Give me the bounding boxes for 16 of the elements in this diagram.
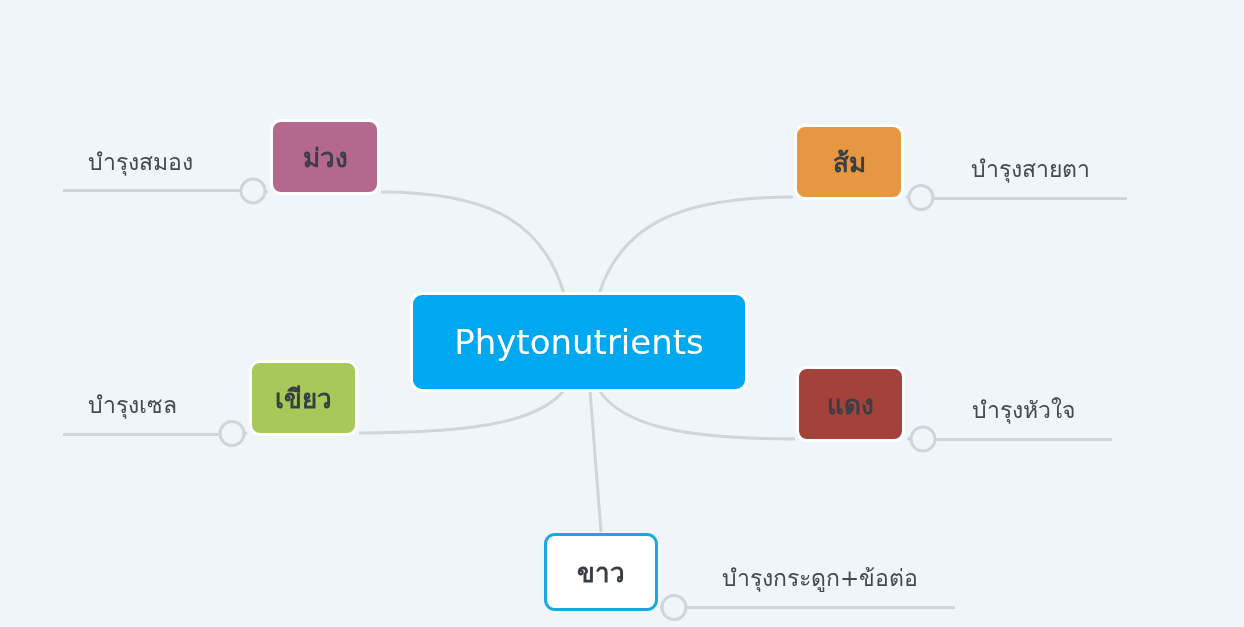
topic-box: ส้ม: [794, 124, 904, 200]
connector-line: [239, 177, 269, 205]
topic-box: แดง: [796, 366, 905, 442]
subtopic-label: บำรุงเซล: [63, 377, 219, 436]
connector-line: [659, 594, 688, 621]
central-topic-box: Phytonutrients: [410, 292, 748, 392]
topic-box: ขาว: [544, 533, 658, 611]
connector-line: [907, 425, 937, 453]
connector-line: [218, 420, 248, 448]
topic-box: เขียว: [249, 360, 358, 436]
subtopic-label: บำรุงหัวใจ: [936, 382, 1112, 441]
subtopic-label: บำรุงสายตา: [934, 141, 1127, 200]
connector-line: [905, 184, 935, 212]
topic-box: ม่วง: [270, 119, 380, 195]
subtopic-label: บำรุงกระดูก+ข้อต่อ: [687, 550, 955, 609]
subtopic-label: บำรุงสมอง: [63, 135, 240, 192]
